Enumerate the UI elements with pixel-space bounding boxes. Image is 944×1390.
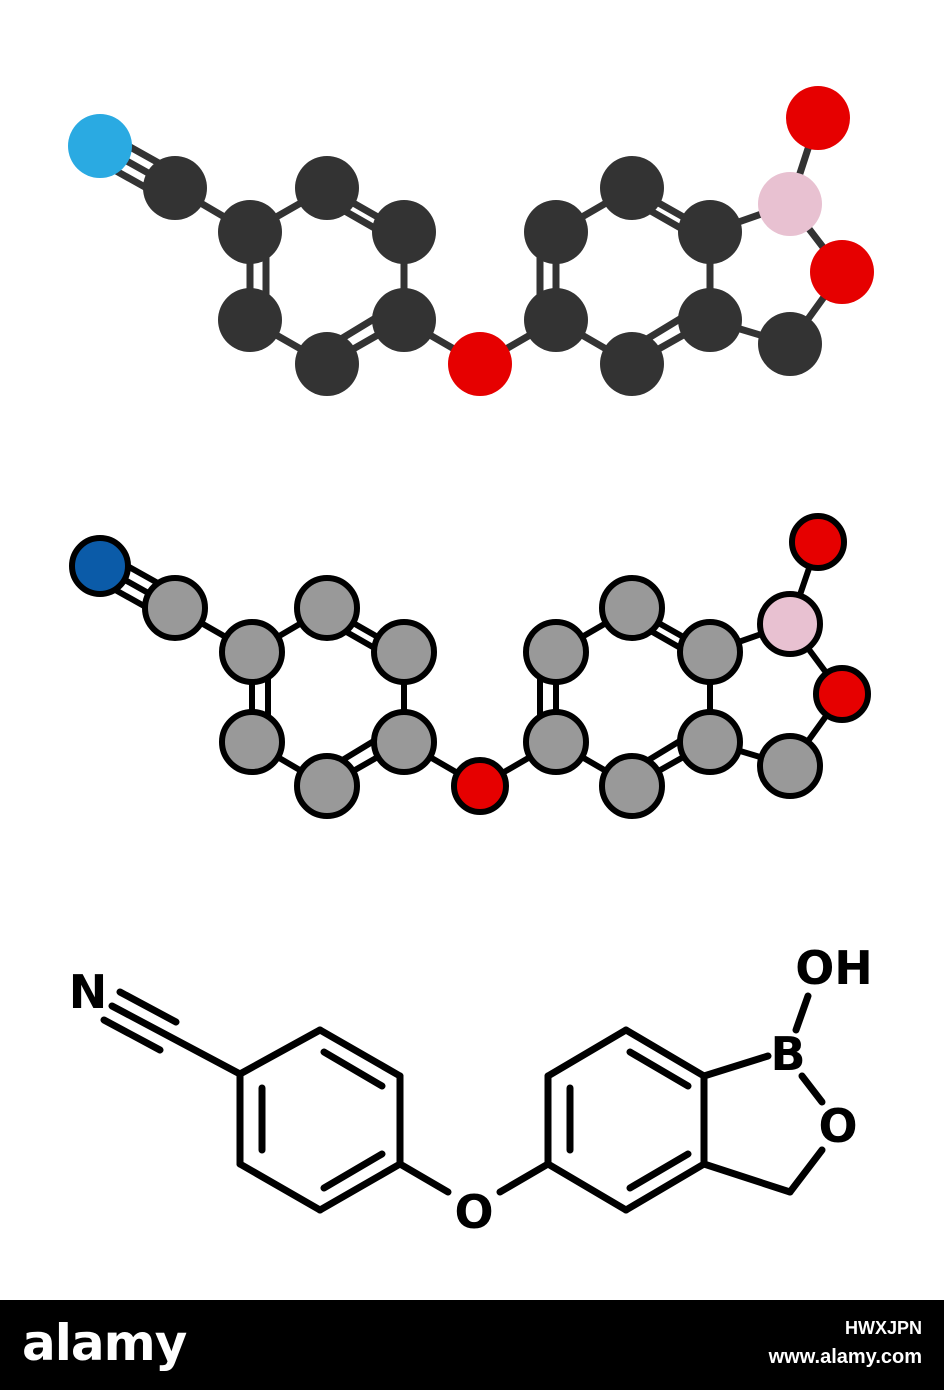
label-hydroxyl: OH — [795, 941, 873, 995]
atom-carbon — [372, 288, 436, 352]
atom-carbon — [677, 709, 743, 775]
atom-carbon — [678, 288, 742, 352]
atom-carbon — [524, 200, 588, 264]
atom-carbon — [295, 156, 359, 220]
atom-carbon — [295, 332, 359, 396]
atom-carbon — [599, 753, 665, 819]
atom-carbon — [372, 200, 436, 264]
atom-carbon — [219, 619, 285, 685]
atom-oxygen — [810, 240, 874, 304]
atom-oxygen — [448, 332, 512, 396]
atom-carbon — [757, 733, 823, 799]
atom-carbon — [600, 156, 664, 220]
atom-oxygen — [451, 757, 509, 815]
molecule-illustration: N B OH O O — [68, 86, 874, 1239]
atom-carbon — [523, 619, 589, 685]
atom-carbon — [294, 575, 360, 641]
atom-carbon — [678, 200, 742, 264]
atom-carbon — [218, 288, 282, 352]
atom-boron — [757, 591, 823, 657]
atom-carbon — [218, 200, 282, 264]
ball-and-stick-atoms — [68, 86, 874, 396]
atom-carbon — [677, 619, 743, 685]
atom-oxygen — [786, 86, 850, 150]
watermark-footer: alamy HWXJPN www.alamy.com — [0, 1300, 944, 1390]
atom-carbon — [758, 312, 822, 376]
atom-oxygen — [813, 665, 871, 723]
atom-boron — [758, 172, 822, 236]
label-ring-oxygen: O — [818, 1099, 857, 1153]
skeletal-formula-labels: N B OH O O — [69, 941, 873, 1239]
atom-nitrogen — [68, 114, 132, 178]
atom-carbon — [219, 709, 285, 775]
atom-carbon — [371, 619, 437, 685]
atom-oxygen — [789, 513, 847, 571]
atom-nitrogen — [69, 535, 131, 597]
label-boron: B — [770, 1027, 805, 1081]
atom-carbon — [294, 753, 360, 819]
atom-carbon — [524, 288, 588, 352]
skeletal-formula-bonds — [100, 988, 826, 1214]
brand-text: alamy — [22, 1314, 187, 1372]
atom-carbon — [523, 709, 589, 775]
atom-carbon — [600, 332, 664, 396]
atom-carbon — [599, 575, 665, 641]
outlined-model-atoms — [69, 513, 871, 819]
image-id: HWXJPN — [844, 1318, 922, 1338]
brand-logo: alamy — [22, 1314, 188, 1372]
label-nitrogen: N — [69, 965, 108, 1019]
atom-carbon — [143, 156, 207, 220]
atom-carbon — [371, 709, 437, 775]
label-ether-oxygen: O — [454, 1185, 493, 1239]
site-url: www.alamy.com — [768, 1346, 922, 1368]
atom-carbon — [142, 575, 208, 641]
